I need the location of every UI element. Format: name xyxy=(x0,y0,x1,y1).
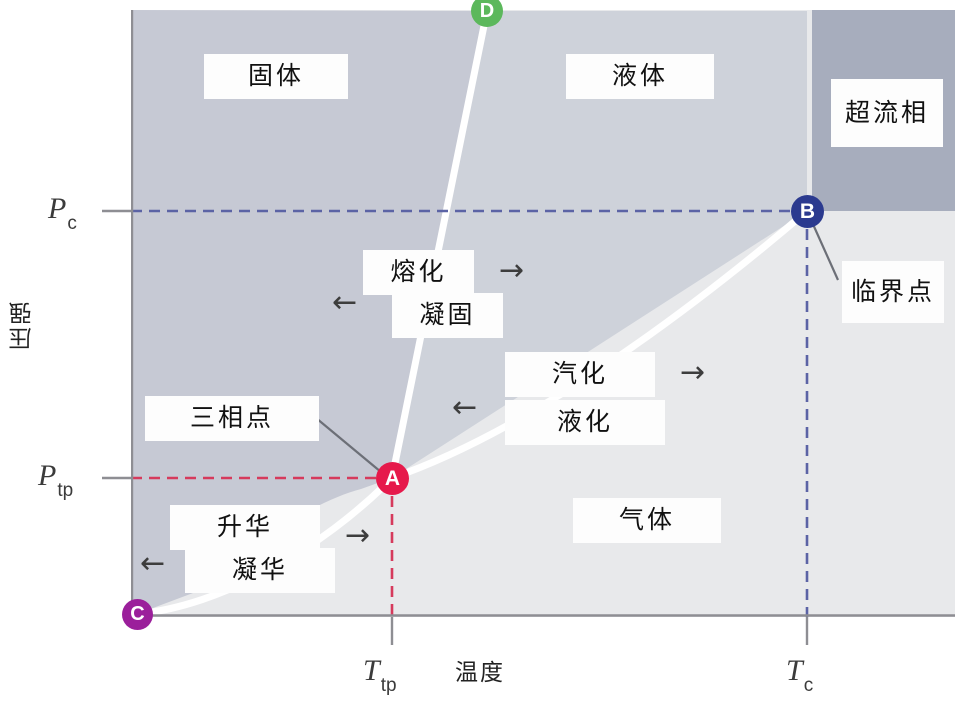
ttp-tick-label: Ttp xyxy=(363,654,397,696)
pc-symbol: P xyxy=(48,192,67,225)
callout-critical-point: 临界点 xyxy=(842,261,944,323)
pc-tick-label: Pc xyxy=(48,192,77,234)
deposition-arrow-icon: ← xyxy=(140,546,166,581)
melting-arrow-icon: → xyxy=(499,253,525,288)
region-label-gas: 气体 xyxy=(573,498,721,543)
callout-triple-point: 三相点 xyxy=(145,396,319,441)
region-solid xyxy=(131,10,487,614)
point-marker-b[interactable]: B xyxy=(791,195,824,228)
point-marker-a[interactable]: A xyxy=(376,462,409,495)
tc-subscript: c xyxy=(803,675,814,697)
transition-label-vaporization: 汽化 xyxy=(505,352,655,397)
region-label-solid: 固体 xyxy=(204,54,348,99)
point-marker-d[interactable]: D xyxy=(471,0,503,27)
tc-tick-label: Tc xyxy=(786,654,813,696)
point-marker-c[interactable]: C xyxy=(122,599,153,630)
sublimation-arrow-icon: → xyxy=(345,518,371,553)
condensation-arrow-icon: ← xyxy=(452,390,478,425)
ttp-subscript: tp xyxy=(380,675,397,697)
region-liquid xyxy=(392,11,807,478)
y-axis-title: 压强 xyxy=(10,300,35,350)
transition-label-freezing: 凝固 xyxy=(392,293,503,338)
fusion-curve xyxy=(388,10,491,482)
triple-point-leader xyxy=(309,412,382,473)
vaporization-arrow-icon: → xyxy=(680,355,706,390)
region-label-liquid: 液体 xyxy=(566,54,714,99)
transition-label-deposition: 凝华 xyxy=(185,548,335,593)
tc-symbol: T xyxy=(786,654,803,687)
ttp-symbol: T xyxy=(363,654,380,687)
transition-label-condensation: 液化 xyxy=(505,400,665,445)
pc-subscript: c xyxy=(67,213,77,235)
freezing-arrow-icon: ← xyxy=(332,285,358,320)
x-axis-title: 温度 xyxy=(455,660,505,685)
ptp-tick-label: Ptp xyxy=(38,459,73,501)
region-label-supercritical: 超流相 xyxy=(831,79,943,147)
ptp-symbol: P xyxy=(38,459,57,492)
transition-label-melting: 熔化 xyxy=(363,250,474,295)
ptp-subscript: tp xyxy=(57,480,74,502)
critical-point-leader xyxy=(810,221,840,281)
transition-label-sublimation: 升华 xyxy=(170,505,320,550)
